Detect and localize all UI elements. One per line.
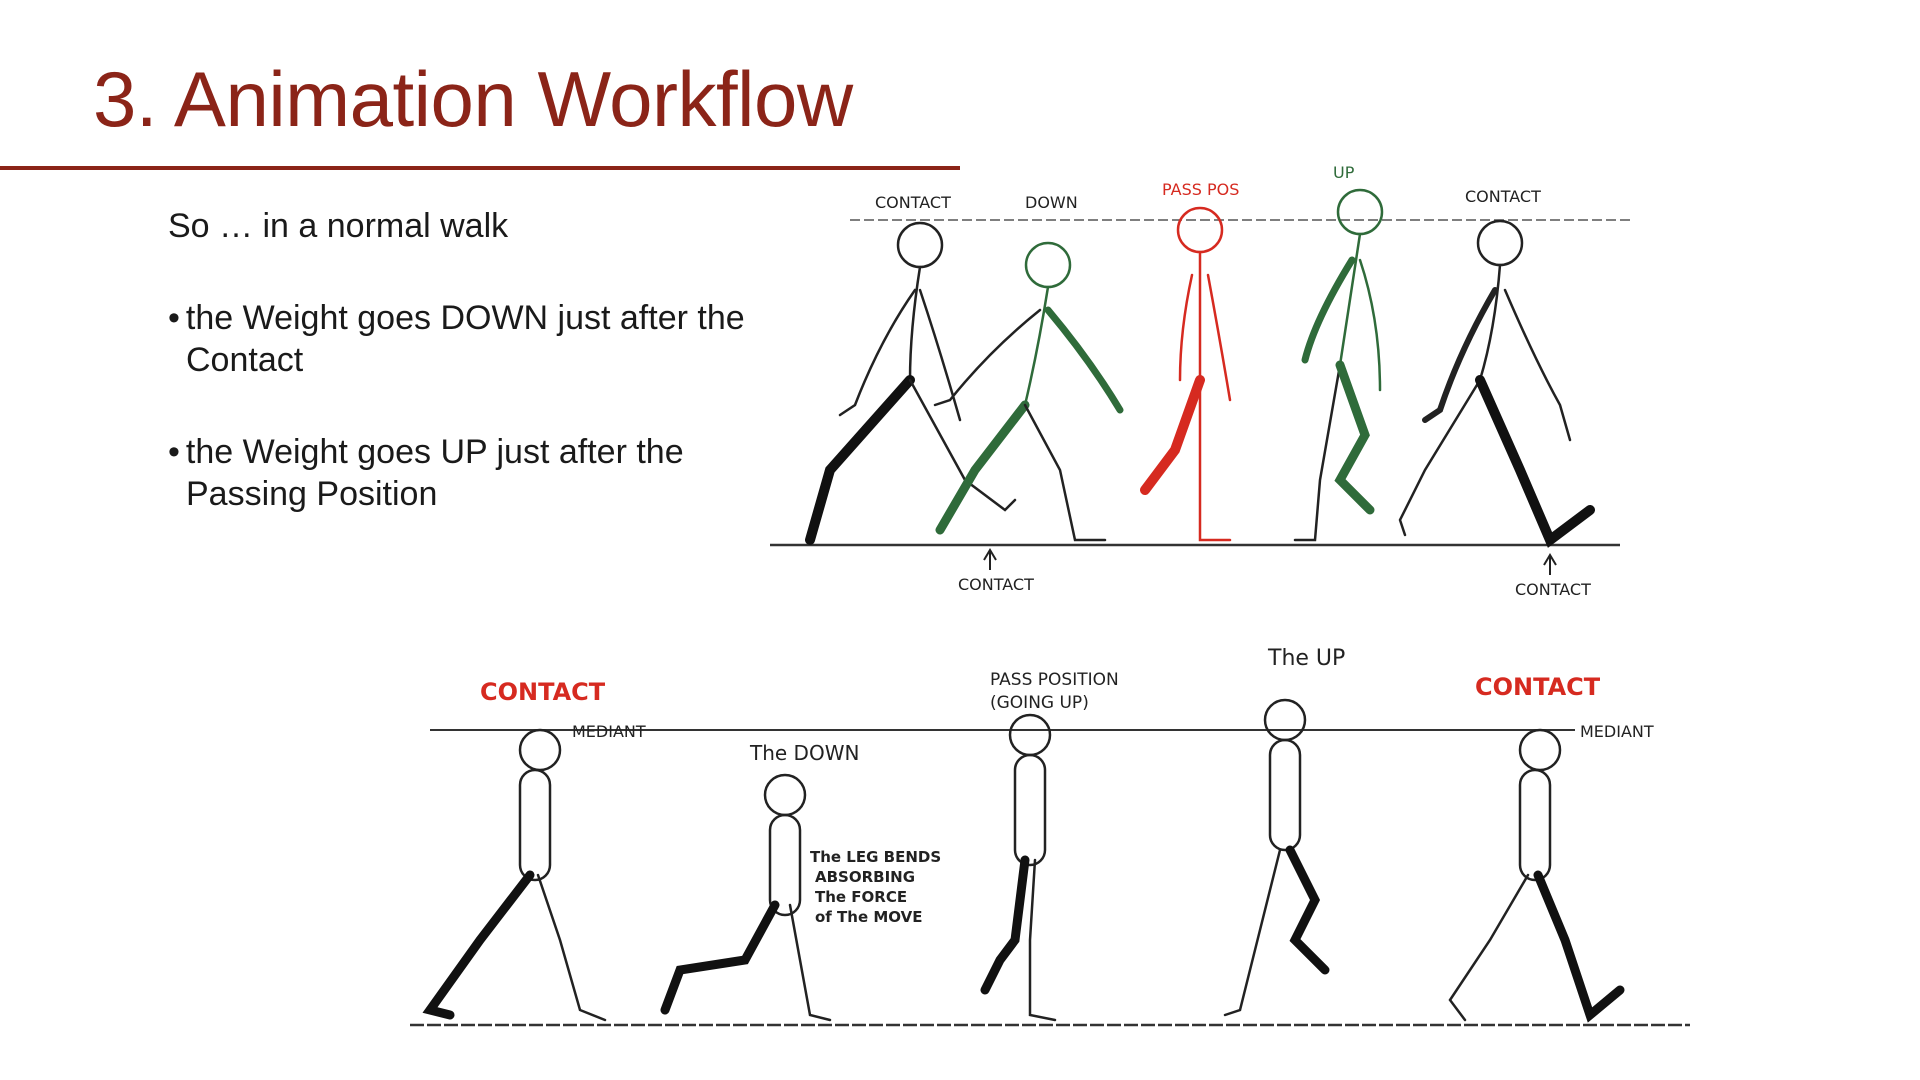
arrow-head [1543,553,1557,566]
ground-label-contact-1: CONTACT [958,575,1034,594]
bullet-text: the Weight goes UP just after the Passin… [185,433,684,513]
label-the-down: The DOWN [749,741,859,765]
label-pass-position: PASS POSITION [990,670,1119,690]
figure-down [933,241,1124,542]
note-line-2: ABSORBING [815,868,915,886]
slide-body: So … in a normal walk •the Weight goes D… [168,205,748,565]
figure-up [1293,188,1384,542]
figure-contact [805,221,1017,545]
stick-figure-pass-position [980,713,1057,1022]
title-underline [0,166,960,170]
median-label-2: MEDIANT [1580,722,1654,741]
note-line-4: of The MOVE [815,908,923,926]
stick-figure-contact-end [1448,728,1625,1023]
label-down: DOWN [1025,193,1078,212]
bullet-dot: • [168,433,180,471]
ground-label-contact-2: CONTACT [1515,580,1591,599]
walk-cycle-median-figure: CONTACT MEDIANT The DOWN PASS POSITION (… [410,646,1690,1027]
bullet-weight-down: •the Weight goes DOWN just after the Con… [168,297,748,381]
slide-title: 3. Animation Workflow [93,55,853,143]
stick-figure-contact [422,728,607,1022]
median-label-1: MEDIANT [572,722,646,741]
label-contact: CONTACT [480,678,606,706]
bullet-dot: • [168,299,180,337]
label-going-up: (GOING UP) [990,693,1089,713]
figure-pass-pos [1140,206,1232,542]
label-the-up: The UP [1267,646,1345,671]
arrow-head [983,548,997,561]
label-up: UP [1333,163,1355,182]
stick-figure-down [660,773,832,1022]
figure-contact-end [1398,219,1595,548]
walk-cycle-colored-figure: CONTACT DOWN PASS POS UP CONTACT CONTACT [770,163,1630,599]
stick-figure-the-up [1223,698,1330,1017]
bullet-text: the Weight goes DOWN just after the Cont… [185,299,745,379]
label-contact: CONTACT [875,193,951,212]
note-line-1: The LEG BENDS [810,848,941,866]
bullet-weight-up: •the Weight goes UP just after the Passi… [168,431,748,515]
note-line-3: The FORCE [815,888,907,906]
label-contact-end: CONTACT [1465,187,1541,206]
intro-text: So … in a normal walk [168,207,509,245]
label-pass-pos: PASS POS [1162,180,1239,199]
label-contact-end: CONTACT [1475,673,1601,701]
